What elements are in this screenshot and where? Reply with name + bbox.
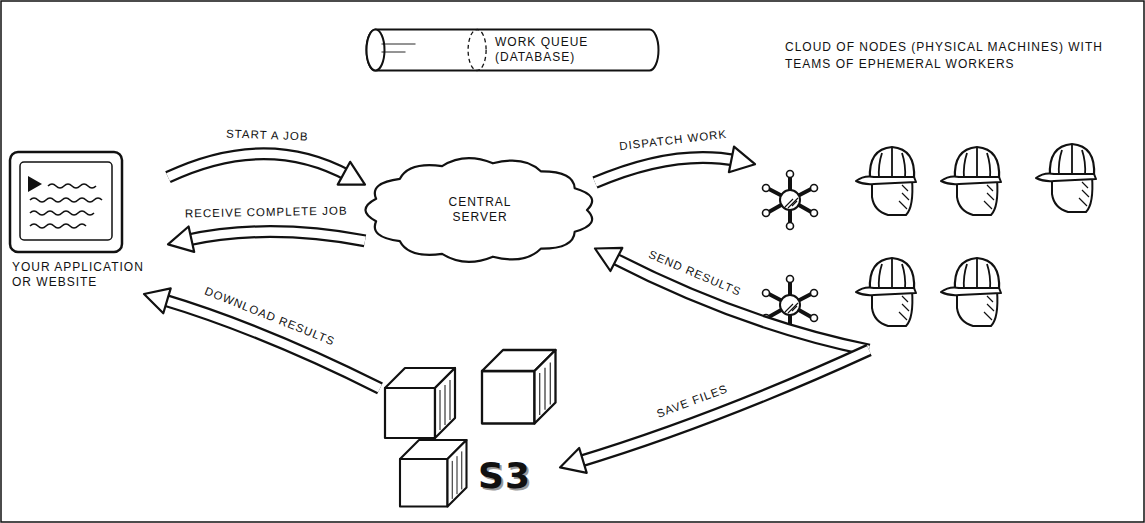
region-caption: CLOUD OF NODES (PHYSICAL MACHINES) WITH … (785, 39, 1125, 73)
arrow-head (595, 248, 622, 271)
arrow-fill (595, 157, 737, 182)
monitor-icon (10, 152, 122, 252)
arrow-label: START A JOB (223, 126, 312, 145)
arrow-head (729, 147, 755, 173)
worker-icon (941, 147, 1001, 215)
worker-cloud-region: CLOUD OF NODES (PHYSICAL MACHINES) WITH … (755, 35, 1135, 350)
worker-icon (941, 258, 1001, 326)
storage-cube (482, 350, 556, 424)
arrow-outline (595, 157, 737, 182)
worker-icon (856, 258, 916, 326)
arrow-fill (186, 232, 365, 241)
flow-arrow (144, 288, 380, 388)
arrow-head (144, 288, 171, 313)
application-node: YOUR APPLICATION OR WEBSITE (8, 148, 168, 294)
arrow-outline (168, 154, 349, 177)
central-server-cloud: CENTRAL SERVER (365, 155, 595, 265)
storage-cube (385, 368, 455, 438)
arrow-outline (611, 257, 869, 350)
arrow-outline (186, 232, 365, 241)
arrow-label: DISPATCH WORK (615, 127, 730, 156)
flow-arrow (168, 154, 365, 185)
s3-storage: S3 (380, 358, 560, 510)
work-queue-cylinder: WORK QUEUE (DATABASE) (365, 28, 660, 72)
arrow-label: SEND RESULTS (643, 246, 746, 302)
machine-node-icon (763, 171, 818, 230)
arrow-fill (611, 257, 869, 350)
arrow-fill (577, 350, 869, 462)
storage-cube (400, 440, 467, 507)
s3-logo-text: S3 (478, 458, 560, 494)
app-label: YOUR APPLICATION OR WEBSITE (12, 260, 164, 290)
worker-icons (856, 144, 1096, 326)
arrow-fill (168, 154, 349, 177)
arrow-label: RECEIVE COMPLETE JOB (181, 203, 350, 222)
arrow-label: SAVE FILES (651, 380, 732, 423)
arrow-label: DOWNLOAD RESULTS (199, 282, 340, 351)
flow-arrow (595, 248, 869, 350)
worker-icon (1036, 144, 1096, 212)
server-label: CENTRAL SERVER (430, 195, 530, 225)
arrow-head (168, 227, 194, 252)
machine-node-icons (763, 171, 818, 335)
queue-label: WORK QUEUE (DATABASE) (495, 35, 636, 65)
flow-arrow (560, 350, 869, 473)
arrow-head (560, 448, 587, 473)
arrow-head (338, 162, 365, 185)
worker-icon (856, 147, 916, 215)
arrow-outline (577, 350, 869, 462)
flow-arrow (168, 227, 365, 252)
